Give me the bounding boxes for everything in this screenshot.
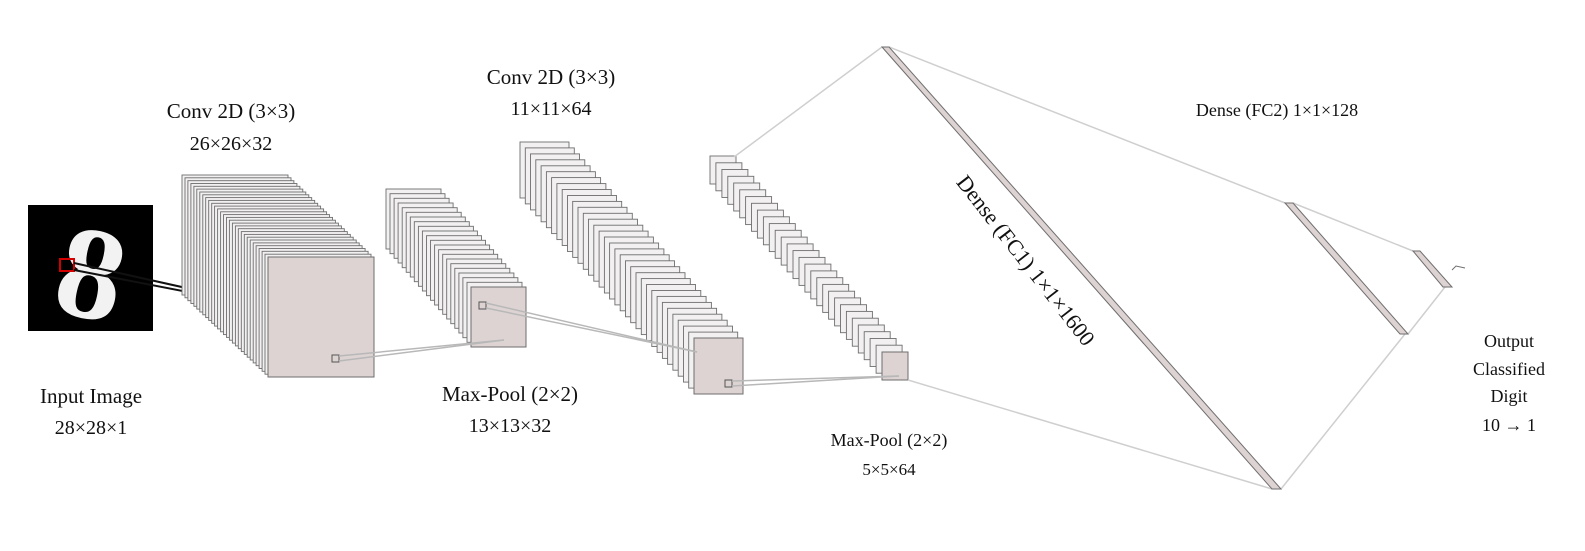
input-image: 8 bbox=[28, 195, 313, 352]
conv1-to-pool1-connector bbox=[338, 339, 505, 357]
conv1-kernel-window bbox=[331, 354, 340, 363]
pool2-stack bbox=[709, 155, 909, 381]
pool2-dims: 5×5×64 bbox=[862, 460, 916, 479]
conv2-front-face bbox=[693, 337, 744, 395]
conv2-title: Conv 2D (3×3) bbox=[487, 65, 616, 89]
output-line-4: 10 → 1 bbox=[1482, 415, 1536, 435]
conv2-to-pool2-connector bbox=[731, 375, 900, 387]
conv1-front-face bbox=[267, 256, 375, 378]
feature-map-stacks bbox=[181, 141, 909, 395]
conv2-stack bbox=[519, 141, 744, 395]
output-line-2: Classified bbox=[1473, 359, 1545, 379]
output-line-3: Digit bbox=[1490, 386, 1527, 406]
fc1-slab bbox=[880, 46, 1283, 490]
pool1-kernel-window bbox=[478, 301, 487, 310]
pool2-to-fc1-bottom-connector bbox=[907, 379, 1273, 490]
output-tip bbox=[1451, 265, 1466, 271]
fc1-to-fc2-top-connector bbox=[888, 46, 1286, 204]
receptive-field-highlight bbox=[59, 258, 75, 272]
pool1-front-face bbox=[470, 286, 527, 348]
pool1-to-conv2-connector bbox=[485, 302, 698, 353]
pool1-stack bbox=[385, 188, 527, 348]
conv2-to-pool2-connector bbox=[731, 375, 900, 382]
pool2-title: Max-Pool (2×2) bbox=[831, 430, 948, 451]
input-title: Input Image bbox=[40, 384, 142, 408]
fc2-to-output-top-connector bbox=[1292, 202, 1414, 252]
pool1-dims: 13×13×32 bbox=[469, 415, 552, 437]
conv1-dims: 26×26×32 bbox=[190, 133, 273, 155]
pool2-to-fc1-top-connector bbox=[733, 46, 883, 158]
input-dims: 28×28×1 bbox=[55, 417, 128, 439]
output-slab bbox=[1411, 250, 1454, 288]
conv1-to-pool1-connector bbox=[338, 339, 505, 362]
fc2-to-output-bottom-connector bbox=[1407, 286, 1446, 335]
pool1-to-conv2-connector bbox=[485, 307, 698, 353]
fc2-label: Dense (FC2) 1×1×128 bbox=[1196, 100, 1358, 121]
output-line-1: Output bbox=[1484, 331, 1534, 351]
pool2-front-face bbox=[881, 351, 909, 381]
fc2-slab bbox=[1283, 202, 1410, 335]
conv2-kernel-window bbox=[724, 379, 733, 388]
conv1-stack bbox=[181, 174, 375, 378]
input-image-background bbox=[28, 205, 153, 331]
conv1-title: Conv 2D (3×3) bbox=[167, 99, 296, 123]
dense-layers bbox=[880, 46, 1466, 490]
layer-connectors bbox=[331, 46, 1446, 490]
conv2-dims: 11×11×64 bbox=[510, 98, 591, 120]
pool1-title: Max-Pool (2×2) bbox=[442, 382, 578, 406]
fc1-to-fc2-bottom-connector bbox=[1280, 333, 1406, 490]
